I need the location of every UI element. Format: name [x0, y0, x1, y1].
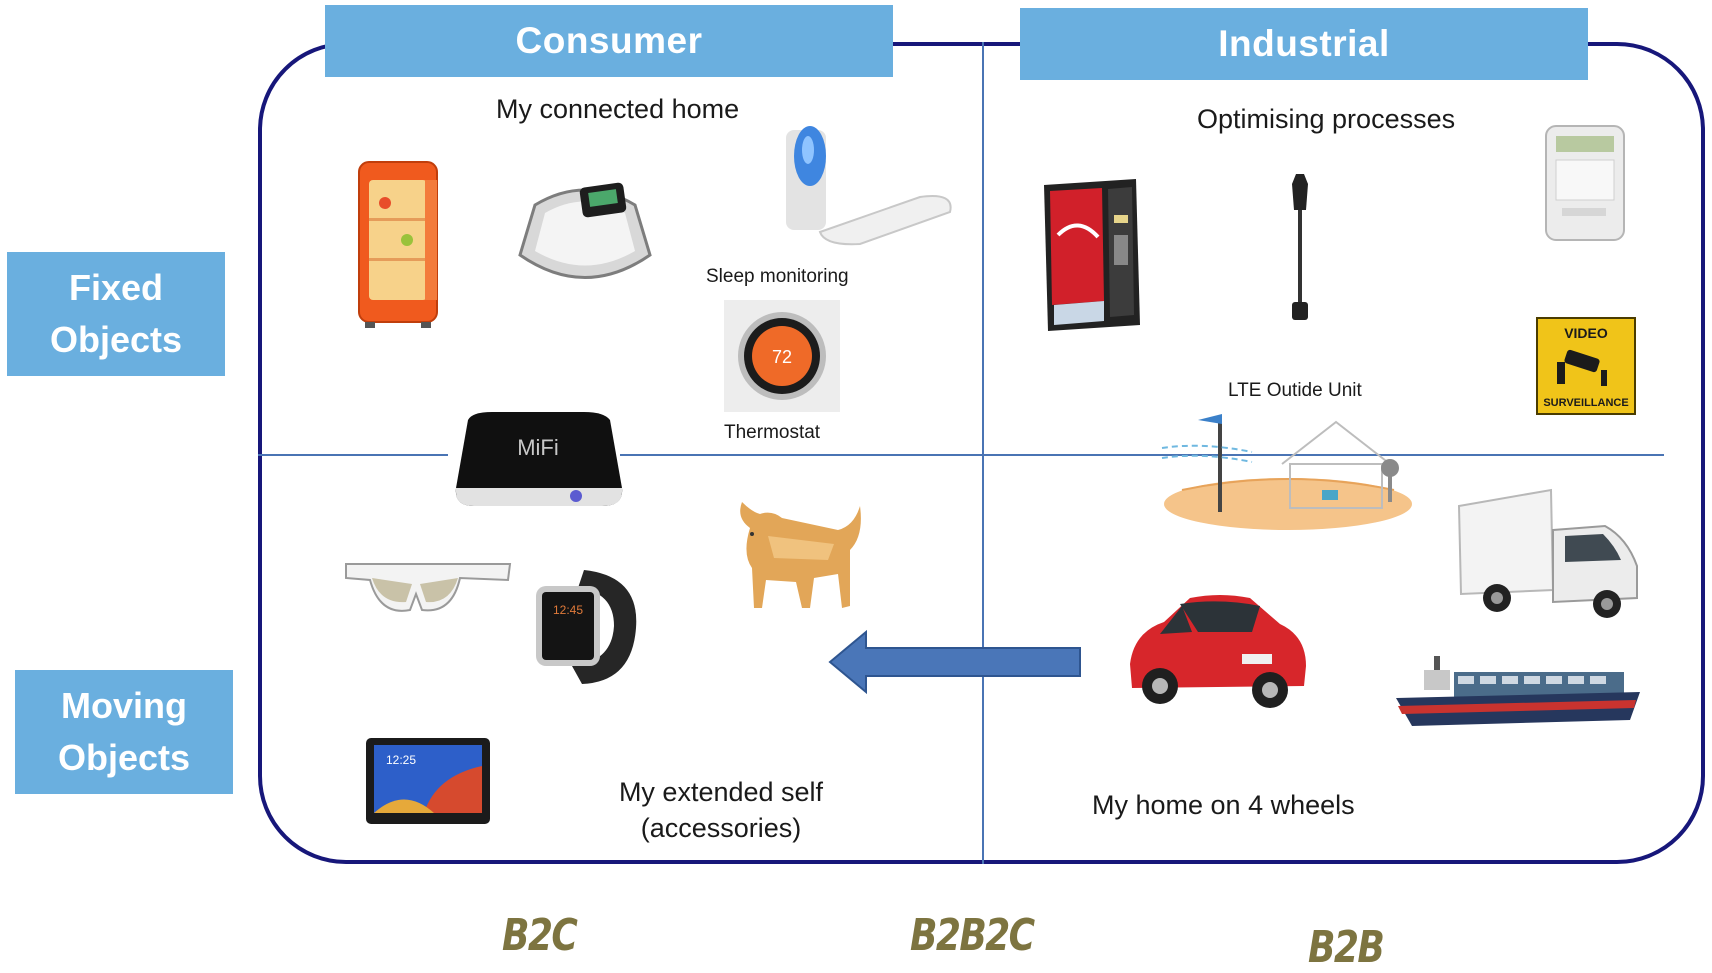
row-label-line: Objects	[49, 319, 183, 360]
red-car-icon	[1130, 595, 1306, 708]
smart-meter-icon	[1545, 125, 1625, 241]
b2b2c-label: B2B2C	[910, 910, 1035, 961]
video-sign-top-text: VIDEO	[1564, 325, 1608, 341]
row-label-line: Objects	[57, 737, 191, 778]
connected-home-label: My connected home	[496, 94, 740, 124]
watch-time: 12:45	[553, 603, 583, 617]
consumer-header: Consumer	[325, 5, 893, 77]
sleep-monitor-icon	[786, 126, 952, 246]
row-label-line: Moving	[61, 685, 187, 726]
extended-self-line: My extended self	[618, 777, 824, 807]
vertical-divider	[982, 42, 984, 864]
thermostat-icon: 72	[724, 300, 840, 412]
optimising-processes-label: Optimising processes	[1197, 104, 1456, 134]
tablet-time: 12:25	[386, 753, 416, 767]
mifi-text: MiFi	[517, 435, 559, 460]
extended-self-line: (accessories)	[640, 813, 802, 843]
video-sign-bottom-text: SURVEILLANCE	[1543, 397, 1628, 409]
cat-icon	[740, 502, 861, 608]
sleep-monitoring-label: Sleep monitoring	[706, 266, 849, 287]
tablet-icon: 12:25	[366, 738, 490, 824]
home-on-wheels-label: My home on 4 wheels	[1092, 790, 1355, 820]
truck-icon	[1457, 488, 1638, 618]
smartwatch-icon: 12:45	[536, 570, 637, 684]
thermostat-label: Thermostat	[724, 422, 821, 443]
b2b-label: B2B	[1308, 922, 1385, 973]
industrial-header: Industrial	[1020, 8, 1588, 80]
mifi-device-icon: MiFi	[455, 412, 623, 506]
sunglasses-icon	[345, 563, 512, 612]
bathroom-scale-icon	[518, 182, 652, 279]
b2c-label: B2C	[502, 910, 578, 961]
horizontal-divider-right	[620, 454, 1664, 456]
video-surveillance-sign-icon: VIDEO SURVEILLANCE	[1536, 317, 1636, 415]
horizontal-divider-left	[258, 454, 448, 456]
container-ship-icon	[1396, 656, 1640, 726]
fridge-icon	[358, 161, 438, 328]
row-label-line: Fixed	[68, 267, 163, 308]
street-lamp-icon	[1292, 174, 1308, 320]
lte-outdoor-unit-icon	[1161, 414, 1412, 530]
b2b-to-b2c-arrow	[828, 629, 1081, 695]
thermostat-value: 72	[772, 347, 792, 367]
vending-machine-icon	[1044, 179, 1140, 331]
extended-self-label: My extended self (accessories)	[590, 774, 852, 846]
lte-unit-label: LTE Outide Unit	[1228, 380, 1362, 401]
